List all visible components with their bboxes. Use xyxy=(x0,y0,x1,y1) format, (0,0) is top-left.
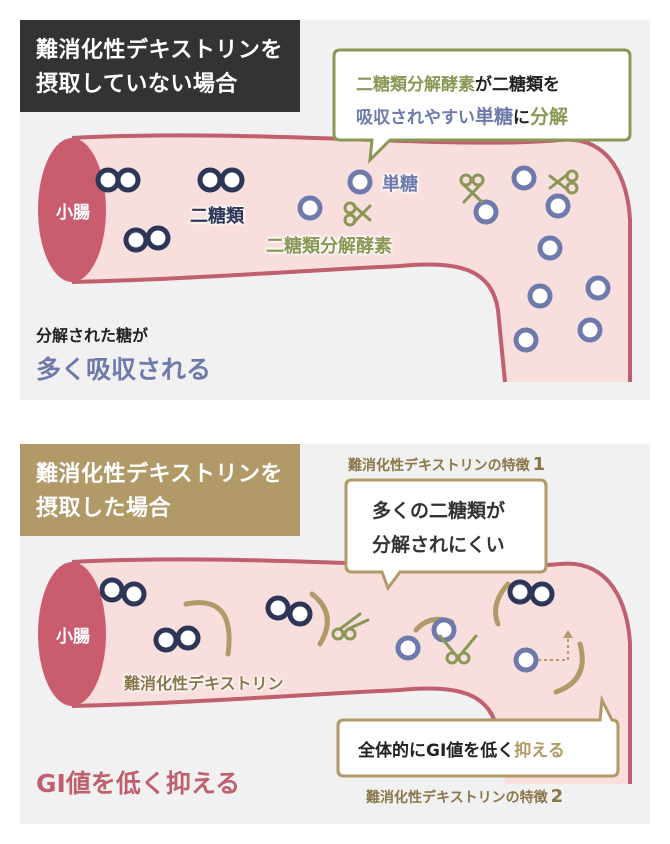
bubble-absorbable-text: 吸収されやすい xyxy=(356,108,475,128)
intestine-body xyxy=(72,559,630,784)
feature-2-caption-text: 難消化性デキストリンの特徴 xyxy=(366,790,548,806)
bubble-2-text-emphasis: 抑える xyxy=(514,741,565,761)
disaccharide-molecule xyxy=(197,167,245,193)
disaccharide-molecule xyxy=(99,577,147,607)
scissors-icon xyxy=(459,173,485,204)
dextrin-arc xyxy=(183,600,232,657)
bubble-1-line-2: 分解されにくい xyxy=(372,534,505,556)
arrow-icon xyxy=(538,634,569,661)
result-box-bottom: GI値を低く抑える xyxy=(20,734,284,824)
title-line-2: 摂取した場合 xyxy=(36,496,172,521)
disaccharide-molecule xyxy=(265,595,313,627)
intestine-opening xyxy=(38,562,106,706)
disaccharide-group xyxy=(99,577,555,653)
bubble-text-line-1: 二糖類分解酵素が二糖類を xyxy=(356,70,560,95)
bubble-monosaccharide-text: 単糖 xyxy=(475,106,514,128)
label-dextrin: 難消化性デキストリン xyxy=(124,674,284,693)
monosaccharide-molecule xyxy=(431,617,457,643)
bubble-text-rest: が二糖類を xyxy=(475,75,560,95)
result-title: 多く吸収される xyxy=(36,355,212,384)
monosaccharide-group xyxy=(297,165,611,353)
intestine-opening xyxy=(38,138,106,282)
label-disaccharide: 二糖類 xyxy=(190,206,244,227)
monosaccharide-molecule xyxy=(545,193,571,219)
speech-bubble-feature-1 xyxy=(344,478,548,592)
label-monosaccharide: 単糖 xyxy=(382,174,418,195)
dextrin-arc xyxy=(493,581,511,627)
disaccharide-group xyxy=(95,167,245,253)
speech-bubble-feature-2 xyxy=(336,694,620,778)
result-title: GI値を低く抑える xyxy=(36,769,241,798)
intestine-diagram-top xyxy=(38,48,632,383)
dextrin-arc xyxy=(553,641,585,695)
monosaccharide-molecule xyxy=(297,195,323,221)
speech-bubble-top xyxy=(332,48,632,165)
feature-2-number: 2 xyxy=(550,786,564,807)
scissors-icon xyxy=(343,201,372,227)
intestine-upper-wall xyxy=(71,133,632,382)
disaccharide-molecule xyxy=(95,167,141,193)
title-line-2: 摂取していない場合 xyxy=(36,72,238,97)
label-enzyme: 二糖類分解酵素 xyxy=(266,236,392,257)
label-intestine: 小腸 xyxy=(56,627,90,647)
feature-1-caption-text: 難消化性デキストリンの特徴 xyxy=(348,458,530,474)
title-line-1: 難消化性デキストリンを xyxy=(36,38,283,63)
panel-without-dextrin: 難消化性デキストリンを 摂取していない場合 二糖類分解酵素が二糖類を 吸収されや… xyxy=(20,20,650,400)
bubble-2-text-main: 全体的にGI値を低く xyxy=(358,741,515,761)
monosaccharide-molecule xyxy=(513,647,539,673)
bubble-particle-text: に xyxy=(513,108,531,128)
arrow-head-icon xyxy=(563,630,573,638)
feature-1-number: 1 xyxy=(532,454,546,475)
monosaccharide-molecule xyxy=(511,165,537,191)
disaccharide-molecule xyxy=(507,579,555,607)
monosaccharide-molecule xyxy=(577,317,603,343)
bubble-decompose-text: 分解 xyxy=(530,106,569,128)
monosaccharide-molecule xyxy=(347,169,373,195)
dextrin-group xyxy=(183,581,585,695)
monosaccharide-molecule xyxy=(395,635,421,661)
title-with-dextrin: 難消化性デキストリンを 摂取した場合 xyxy=(20,444,300,536)
intestine-lower-wall xyxy=(71,686,502,745)
bubble-enzyme-text: 二糖類分解酵素 xyxy=(356,75,475,95)
disaccharide-molecule xyxy=(123,225,171,253)
monosaccharide-molecule xyxy=(585,275,611,301)
monosaccharide-molecule xyxy=(537,235,563,261)
dextrin-arc xyxy=(309,591,330,647)
disaccharide-molecule xyxy=(153,625,201,653)
title-line-1: 難消化性デキストリンを xyxy=(36,462,283,487)
title-without-dextrin: 難消化性デキストリンを 摂取していない場合 xyxy=(20,20,300,112)
bubble-1-line-1: 多くの二糖類が xyxy=(372,500,506,522)
intestine-body xyxy=(72,135,630,382)
monosaccharide-molecule xyxy=(473,199,499,225)
intestine-lower-wall xyxy=(71,262,507,383)
result-subtitle: 分解された糖が xyxy=(36,326,149,345)
bubble-2-text: 全体的にGI値を低く抑える xyxy=(358,736,565,761)
monosaccharide-molecule xyxy=(513,327,539,353)
result-box-top: 分解された糖が 多く吸収される xyxy=(20,310,264,400)
scissors-icon xyxy=(331,612,370,641)
scissors-icon xyxy=(548,169,579,195)
bubble-text-line-2: 吸収されやすい単糖に分解 xyxy=(356,102,568,129)
intestine-diagram-bottom xyxy=(38,478,632,784)
scissors-icon xyxy=(438,634,478,665)
monosaccharide-molecule xyxy=(527,283,553,309)
label-intestine: 小腸 xyxy=(56,203,90,223)
